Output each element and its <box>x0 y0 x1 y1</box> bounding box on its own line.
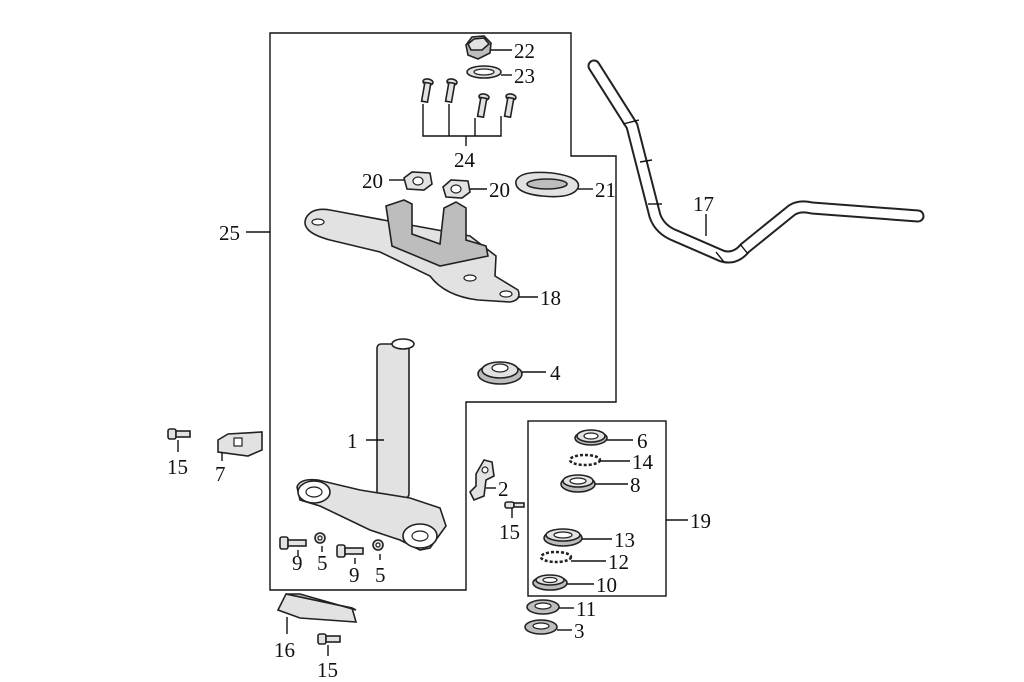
part-3-washer <box>524 619 558 635</box>
leader-24 <box>422 104 502 146</box>
callout-17: 17 <box>693 192 714 216</box>
callout-15c: 15 <box>317 658 338 682</box>
callout-25: 25 <box>219 221 240 245</box>
part-14-ball-ring <box>568 453 602 467</box>
part-10-race <box>532 574 568 591</box>
callout-5b: 5 <box>375 563 386 587</box>
callout-15a: 15 <box>167 455 188 479</box>
callout-2: 2 <box>498 477 509 501</box>
callout-8: 8 <box>630 473 641 497</box>
callout-1: 1 <box>347 429 358 453</box>
callout-6: 6 <box>637 429 648 453</box>
callout-9a: 9 <box>292 551 303 575</box>
part-15-bolt-bottom <box>317 633 341 645</box>
part-1-steering-stem <box>296 338 447 551</box>
callout-18: 18 <box>540 286 561 310</box>
callout-20a: 20 <box>362 169 383 193</box>
part-24-bolts <box>420 78 517 119</box>
part-17-handlebar <box>587 59 925 264</box>
callout-11: 11 <box>576 597 596 621</box>
part-20-clamp-left <box>403 171 433 191</box>
part-20-clamp-right <box>442 179 471 199</box>
callout-4: 4 <box>550 361 561 385</box>
part-16-guide <box>276 593 358 623</box>
part-4-cap <box>477 361 523 385</box>
callout-3: 3 <box>574 619 585 643</box>
part-21-pad <box>515 171 580 198</box>
part-5-washer-left <box>314 532 326 544</box>
callout-10: 10 <box>596 573 617 597</box>
part-12-ball-ring <box>539 550 573 564</box>
part-7-clip <box>217 431 263 457</box>
part-8-cup <box>560 474 596 493</box>
callout-14: 14 <box>632 450 654 474</box>
part-22-nut <box>465 35 492 60</box>
callout-19: 19 <box>690 509 711 533</box>
part-9-bolt-right <box>336 544 364 558</box>
callout-5a: 5 <box>317 551 328 575</box>
assembly-19-frame <box>527 420 667 597</box>
part-18-upper-bracket <box>304 199 520 303</box>
callout-24: 24 <box>454 148 476 172</box>
callout-7: 7 <box>215 462 226 486</box>
part-15-bolt-middle <box>504 501 525 509</box>
callout-9b: 9 <box>349 563 360 587</box>
part-5-washer-right <box>372 539 384 551</box>
part-2-bracket <box>469 459 495 502</box>
callout-12: 12 <box>608 550 629 574</box>
part-15-bolt-left <box>167 428 191 440</box>
callout-13: 13 <box>614 528 635 552</box>
part-13-cup <box>543 528 583 547</box>
part-11-seal <box>526 599 560 615</box>
part-6-race <box>574 429 608 446</box>
callout-15b: 15 <box>499 520 520 544</box>
assembly-25-frame <box>269 32 617 591</box>
callout-21: 21 <box>595 178 616 202</box>
part-9-bolt-left <box>279 536 307 550</box>
callout-22: 22 <box>514 39 535 63</box>
callout-16: 16 <box>274 638 295 662</box>
callout-23: 23 <box>514 64 535 88</box>
callout-20b: 20 <box>489 178 510 202</box>
part-23-washer <box>466 65 502 79</box>
